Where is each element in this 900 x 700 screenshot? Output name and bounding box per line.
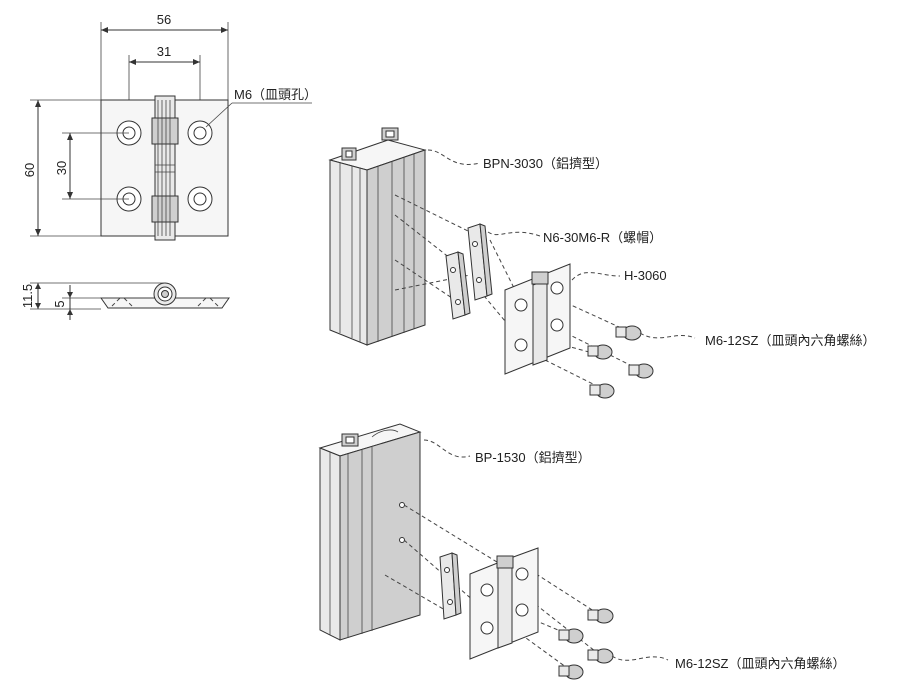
assembly-bottom: BP-1530（鋁擠型） M6-12SZ（皿頭內六角螺絲） [318,423,845,680]
dim-hole-spacing-y: 30 [54,161,69,175]
label-profile-bpn-3030: BPN-3030（鋁擠型） [483,156,608,171]
label-nut-n6-30m6-r: N6-30M6-R（螺帽） [543,230,662,245]
profile-bp-1530 [318,423,422,641]
profile-bpn-3030 [328,127,427,346]
dim-overall-height: 60 [22,163,37,177]
hinge-bottom [469,547,539,660]
assembly-top: BPN-3030（鋁擠型） N6-30M6-R（螺帽） H-3060 M6-12… [328,127,875,399]
hole-note: M6（皿頭孔） [234,87,317,102]
t-nut-top [445,223,493,320]
side-view: 11.5 5 [20,282,230,320]
screws-bottom [558,608,614,680]
label-screw-top: M6-12SZ（皿頭內六角螺絲） [705,333,875,348]
dim-total-thickness: 11.5 [20,284,35,308]
label-hinge-h-3060: H-3060 [624,268,667,283]
dim-leaf-thickness: 5 [52,300,67,307]
front-view: 56 31 M6（皿頭孔） [22,12,317,241]
t-nut-bottom [439,552,462,620]
dim-hole-spacing-x: 31 [157,44,171,59]
hinge-h-3060 [504,263,571,375]
screws-top [587,325,654,399]
label-screw-bottom: M6-12SZ（皿頭內六角螺絲） [675,656,845,671]
label-profile-bp-1530: BP-1530（鋁擠型） [475,450,591,465]
dim-overall-width: 56 [157,12,171,27]
